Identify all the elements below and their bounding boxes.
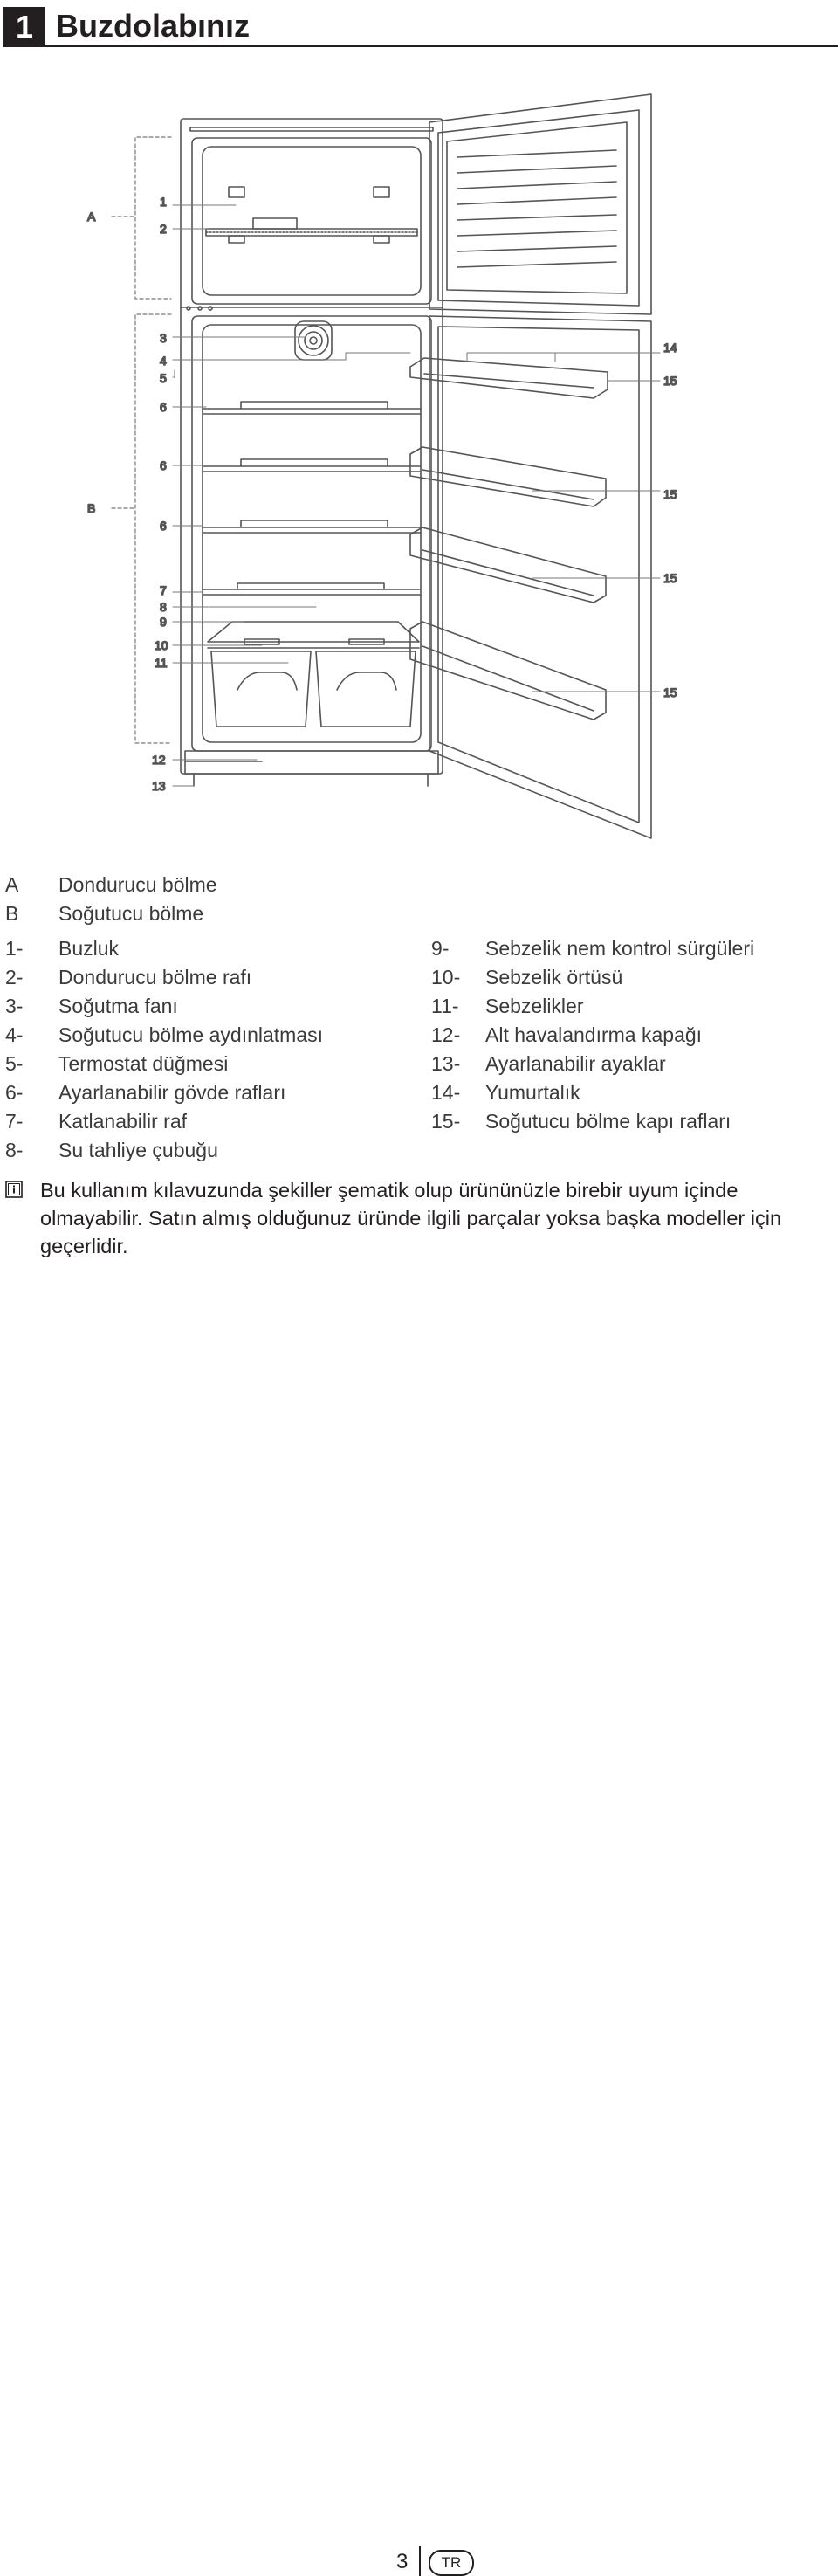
legend-key: 10- <box>431 966 461 988</box>
cooling-fan <box>294 320 333 361</box>
legend-text: Alt havalandırma kapağı <box>485 1023 703 1046</box>
callout-15d: 15 <box>663 685 677 699</box>
freezer-door <box>429 93 652 315</box>
crisper-drawers <box>207 621 420 727</box>
callout-11: 11 <box>155 656 168 670</box>
legend-text: Sebzelik nem kontrol sürgüleri <box>485 937 755 960</box>
legend-key: 13- <box>431 1052 461 1075</box>
legend-text: Dondurucu bölme <box>58 873 217 896</box>
callout-10: 10 <box>155 638 168 652</box>
legend-key: B <box>5 902 19 925</box>
callout-6b: 6 <box>160 458 167 472</box>
callout-6a: 6 <box>160 400 167 414</box>
door-shelves <box>409 357 608 720</box>
legend-key: 14- <box>431 1081 461 1104</box>
legend-text: Soğutma fanı <box>58 995 178 1017</box>
freezer-shelf <box>205 186 418 244</box>
legend-key: 1- <box>5 937 24 960</box>
header-rule <box>45 45 838 47</box>
leader-lines <box>172 204 661 787</box>
callout-8: 8 <box>160 600 167 614</box>
legend-row: 14- Yumurtalık <box>431 1078 833 1107</box>
legend-key: 12- <box>431 1023 461 1046</box>
callout-15c: 15 <box>663 571 677 585</box>
fridge-shelves <box>202 401 422 596</box>
legend-key: 7- <box>5 1110 24 1133</box>
legend-row: 7- Katlanabilir raf <box>5 1107 416 1136</box>
legend-row: 11- Sebzelikler <box>431 992 833 1021</box>
legend-sections: A Dondurucu bölme B Soğutucu bölme <box>5 871 267 928</box>
legend-row: 10- Sebzelik örtüsü <box>431 963 833 992</box>
legend-text: Katlanabilir raf <box>58 1110 188 1133</box>
legend-key: 2- <box>5 966 24 988</box>
legend-text: Dondurucu bölme rafı <box>58 966 252 988</box>
legend-key: 4- <box>5 1023 24 1046</box>
callout-15a: 15 <box>663 374 677 388</box>
legend-text: Soğutucu bölme <box>58 902 204 925</box>
legend-text: Soğutucu bölme aydınlatması <box>58 1023 324 1046</box>
legend-row: 9- Sebzelik nem kontrol sürgüleri <box>431 934 833 963</box>
callout-3: 3 <box>160 331 167 345</box>
legend-key: 8- <box>5 1139 24 1161</box>
legend-text: Yumurtalık <box>485 1081 580 1104</box>
legend-left-column: 1- Buzluk 2- Dondurucu bölme rafı 3- Soğutm… <box>5 934 416 1165</box>
legend-row: B Soğutucu bölme <box>5 899 267 928</box>
legend-text: Sebzelik örtüsü <box>485 966 623 988</box>
page-footer: 3 TR <box>0 1273 838 2576</box>
callout-5: 5 <box>160 371 167 385</box>
section-bracket-a <box>111 136 172 300</box>
legend-right-column: 9- Sebzelik nem kontrol sürgüleri 10- Sebz… <box>431 934 833 1136</box>
disclaimer-note: Bu kullanım kılavuzunda şekiller şematik… <box>40 1179 782 1257</box>
page-header: 1 Buzdolabınız <box>0 0 838 52</box>
legend-row: 13- Ayarlanabilir ayaklar <box>431 1050 833 1078</box>
callout-1: 1 <box>160 195 167 209</box>
callout-12: 12 <box>152 753 166 767</box>
legend-key: 15- <box>431 1110 461 1133</box>
legend-key: 11- <box>431 995 459 1017</box>
page-number: 3 <box>396 2550 409 2573</box>
legend-row: 15- Soğutucu bölme kapı rafları <box>431 1107 833 1136</box>
legend-key: 3- <box>5 995 24 1017</box>
legend-key: 9- <box>431 937 450 960</box>
legend-row: 8- Su tahliye çubuğu <box>5 1136 416 1165</box>
section-label-a: A <box>87 210 96 224</box>
callout-14: 14 <box>663 341 677 355</box>
callout-4: 4 <box>160 354 167 368</box>
page-title: Buzdolabınız <box>56 8 250 44</box>
info-icon <box>5 1181 23 1198</box>
refrigerator-diagram: A B <box>86 93 678 839</box>
legend-key: A <box>5 873 19 896</box>
legend-key: 6- <box>5 1081 24 1104</box>
legend-row: 4- Soğutucu bölme aydınlatması <box>5 1021 416 1050</box>
legend-text: Su tahliye çubuğu <box>58 1139 218 1161</box>
callout-13: 13 <box>152 779 166 793</box>
footer-divider <box>419 2546 421 2576</box>
fridge-door <box>429 315 652 839</box>
legend-key: 5- <box>5 1052 24 1075</box>
section-bracket-b <box>111 313 172 744</box>
legend-text: Ayarlanabilir gövde rafları <box>58 1081 286 1104</box>
callout-7: 7 <box>160 583 167 597</box>
cabinet-body <box>180 118 443 787</box>
legend-row: 12- Alt havalandırma kapağı <box>431 1021 833 1050</box>
legend-text: Sebzelikler <box>485 995 584 1017</box>
legend-row: 6- Ayarlanabilir gövde rafları <box>5 1078 416 1107</box>
legend-text: Termostat düğmesi <box>58 1052 229 1075</box>
callout-9: 9 <box>160 615 167 629</box>
callout-2: 2 <box>160 222 167 236</box>
language-badge: TR <box>429 2550 474 2576</box>
legend-row: 2- Dondurucu bölme rafı <box>5 963 416 992</box>
legend-row: A Dondurucu bölme <box>5 871 267 899</box>
legend-text: Soğutucu bölme kapı rafları <box>485 1110 732 1133</box>
legend-text: Buzluk <box>58 937 120 960</box>
legend-row: 1- Buzluk <box>5 934 416 963</box>
legend-text: Ayarlanabilir ayaklar <box>485 1052 666 1075</box>
callout-6c: 6 <box>160 519 167 533</box>
section-label-b: B <box>87 501 95 515</box>
chapter-number: 1 <box>3 7 45 47</box>
callout-15b: 15 <box>663 487 677 501</box>
legend-row: 3- Soğutma fanı <box>5 992 416 1021</box>
legend-row: 5- Termostat düğmesi <box>5 1050 416 1078</box>
